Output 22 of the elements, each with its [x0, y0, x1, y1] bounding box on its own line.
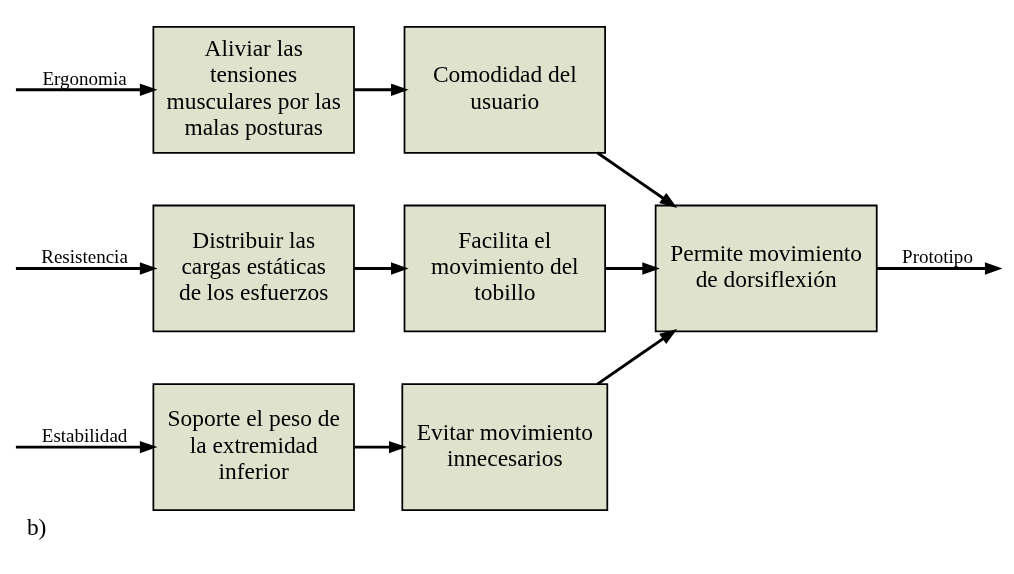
arrow [354, 440, 407, 453]
arrow [15, 83, 158, 96]
caption: b) [26, 513, 47, 540]
node-box: Evitar movimiento innecesarios [401, 382, 609, 511]
node-box: Distribuir las cargas estáticas de los esfuerzos [152, 204, 355, 332]
node-box: Facilita el movimiento del tobillo [403, 204, 606, 332]
node-box: Comodidad del usuario [403, 25, 606, 154]
edge-label: Estabilidad [41, 424, 128, 446]
node-box: Permite movimiento de dorsiflexión [654, 204, 878, 332]
arrow [596, 328, 678, 385]
node-box: Aliviar las tensiones musculares por las malas posturas [152, 25, 355, 154]
edge-label: Resistencia [41, 245, 128, 267]
arrow [15, 261, 158, 275]
arrow [876, 261, 1003, 275]
arrow [15, 440, 158, 453]
edge-label: Ergonomia [42, 67, 127, 89]
arrow [605, 261, 660, 275]
edge-label: Prototipo [902, 245, 973, 267]
arrow [354, 261, 409, 275]
node-box: Soporte el peso de la extremidad inferior [152, 382, 355, 511]
arrow [354, 83, 409, 96]
arrow [596, 151, 678, 208]
